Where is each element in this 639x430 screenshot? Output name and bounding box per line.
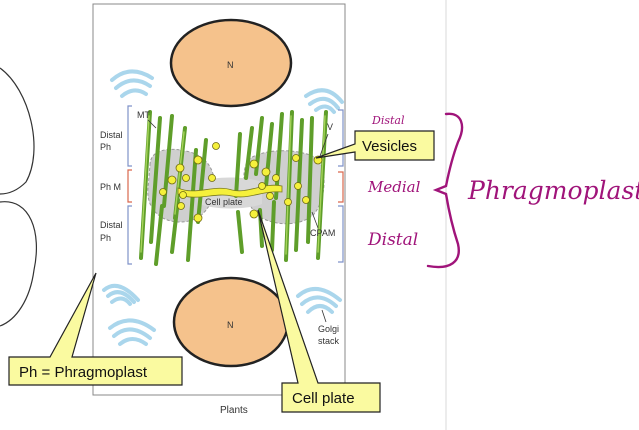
callout-vesicles <box>315 130 435 161</box>
v-pointer <box>319 133 329 157</box>
mt-pointer <box>147 119 157 129</box>
region-label-distal-top-2: Ph <box>100 142 111 152</box>
region-label-distal-bottom-2: Ph <box>100 233 111 243</box>
callout-vesicles-text: Vesicles <box>362 138 417 155</box>
bracket-right-medial <box>338 171 344 203</box>
nucleus-bottom-label: N <box>227 320 234 330</box>
callout-cell-plate-text: Cell plate <box>292 390 355 407</box>
figure-caption: Plants <box>220 405 248 416</box>
golgi-stack-bottom-left-2 <box>108 318 156 346</box>
region-label-distal-bottom-1: Distal <box>100 220 123 230</box>
golgi-pointer <box>321 309 327 323</box>
golgi-stack-bottom-right <box>296 287 342 314</box>
handwritten-medial: Medial <box>367 178 421 196</box>
bracket-distal-bottom <box>127 205 132 265</box>
nucleus-top-label: N <box>227 60 234 70</box>
callout-phragmoplast <box>8 272 183 386</box>
golgi-stack-top-right <box>304 88 344 114</box>
handwritten-distal-bottom: Distal <box>367 230 418 250</box>
bracket-distal-top <box>127 105 132 167</box>
label-golgi-2: stack <box>318 336 340 346</box>
vesicles <box>159 142 323 223</box>
handwritten-phragmoplast: Phragmoplast <box>467 176 639 205</box>
cpam-pointer <box>311 211 319 229</box>
bracket-right-distal-bottom <box>338 205 344 263</box>
region-label-distal-top-1: Distal <box>100 130 123 140</box>
bracket-medial <box>127 169 132 203</box>
microtubule-highlights <box>140 115 326 255</box>
label-golgi-1: Golgi <box>318 324 339 334</box>
cell-plate-inner-label: Cell plate <box>205 197 243 207</box>
label-cpam: CPAM <box>310 228 335 238</box>
label-v: V <box>327 122 333 132</box>
neighbor-cell-outline-top <box>0 67 35 195</box>
nucleus-top <box>169 18 293 108</box>
handwritten-distal-top: Distal <box>371 114 405 127</box>
golgi-stack-top-left <box>110 69 154 98</box>
neighbor-cell-outline-bottom <box>0 201 37 327</box>
callout-cell-plate <box>257 209 381 413</box>
label-mt: MT <box>137 110 150 120</box>
handwritten-brace <box>426 112 464 269</box>
region-label-medial: Ph M <box>100 182 121 192</box>
golgi-stack-bottom-left-1 <box>102 283 140 306</box>
callout-phragmoplast-text: Ph = Phragmoplast <box>19 364 148 381</box>
bracket-right-distal-top <box>338 109 344 167</box>
cell-plate <box>177 184 283 198</box>
